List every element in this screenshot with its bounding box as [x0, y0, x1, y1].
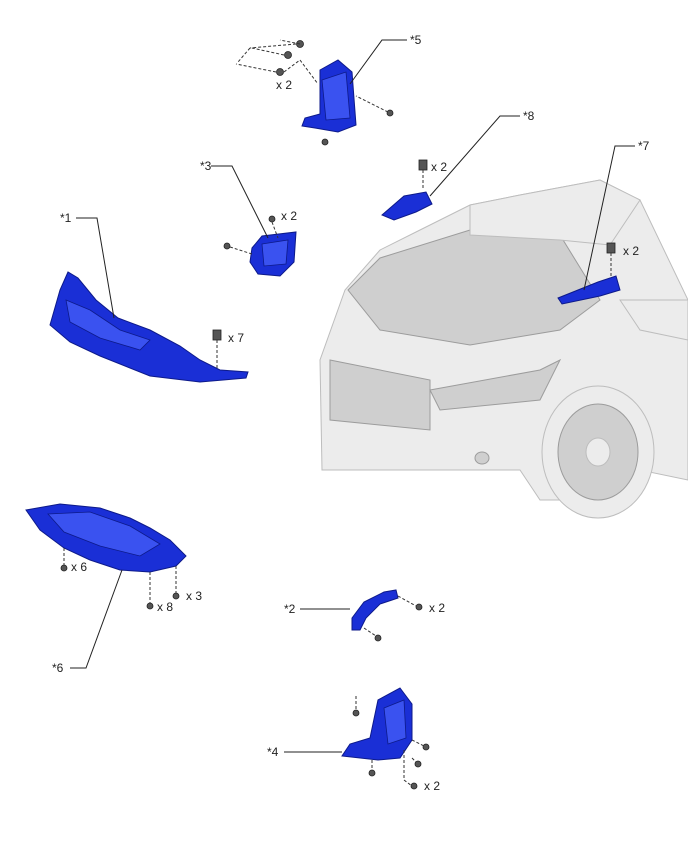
part-6-under-cover [25, 503, 187, 610]
qty-part-4: x 2 [424, 779, 440, 793]
callout-7: *7 [638, 139, 650, 153]
part-8-hood-seal [381, 159, 433, 221]
callout-2: *2 [284, 602, 296, 616]
part-3-side-seal [223, 215, 297, 277]
qty-part-7: x 2 [623, 244, 639, 258]
leader-lines [70, 39, 635, 753]
qty-part-2: x 2 [429, 601, 445, 615]
vehicle-front [319, 179, 688, 519]
qty-part-6-rear: x 8 [157, 600, 173, 614]
qty-part-6-side: x 3 [186, 589, 202, 603]
part-2-bracket [351, 589, 423, 642]
part-7-cowl-seal [557, 242, 621, 305]
qty-part-6-front: x 6 [71, 560, 87, 574]
part-4-fender-liner [341, 687, 430, 790]
qty-part-8: x 2 [431, 160, 447, 174]
part-5-fasteners [235, 39, 394, 146]
callout-3: *3 [200, 159, 212, 173]
part-5-fender-seal [301, 59, 357, 133]
callout-1: *1 [60, 211, 72, 225]
callout-5: *5 [410, 33, 422, 47]
callout-4: *4 [267, 745, 279, 759]
part-1-cover [49, 271, 249, 383]
callout-8: *8 [523, 109, 535, 123]
qty-part-3: x 2 [281, 209, 297, 223]
qty-part-1: x 7 [228, 331, 244, 345]
callout-6: *6 [52, 661, 64, 675]
qty-part-5: x 2 [276, 78, 292, 92]
